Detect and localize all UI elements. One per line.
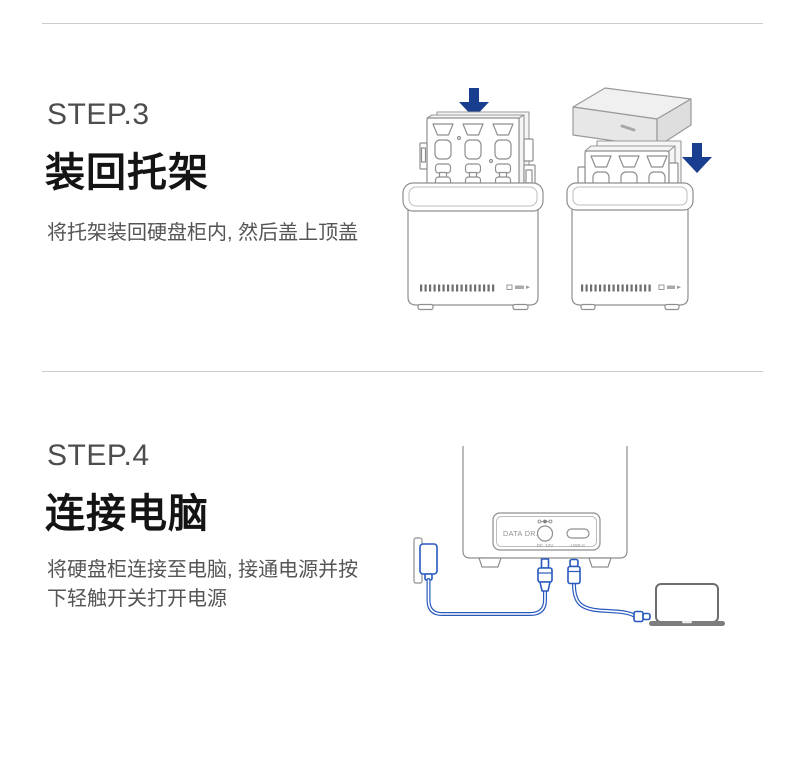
panel-brand-text: DATA DR. [503, 529, 538, 538]
dc-port-label: DC 12V [537, 543, 555, 549]
usb-c-port [566, 528, 590, 539]
top-lid [572, 87, 692, 148]
down-arrow-icon [459, 88, 489, 118]
dc-plug [537, 558, 553, 592]
lid-logo-mark [620, 124, 636, 132]
step4-description: 将硬盘柜连接至电脑, 接通电源并按下轻触开关打开电源 [47, 559, 359, 610]
section-divider [42, 371, 763, 372]
brand-mark [658, 284, 681, 290]
dc-polarity-icon [537, 519, 553, 524]
enclosure-lid-close [566, 87, 712, 311]
power-adapter [413, 537, 438, 584]
step3-title: 装回托架 [45, 151, 209, 195]
laptop-base [649, 621, 725, 626]
enclosure-body [566, 182, 694, 311]
step4-label: STEP.4 [47, 439, 150, 472]
enclosure-tray-insert [402, 88, 544, 311]
usb-cable [567, 558, 651, 623]
usb-c-port-label: USB-C [571, 543, 586, 549]
step3-illustration [402, 87, 712, 311]
brand-mark [506, 284, 530, 290]
step3-description: 将托架装回硬盘柜内, 然后盖上顶盖 [47, 222, 359, 244]
laptop [649, 583, 725, 626]
drive-tray [419, 111, 536, 196]
usb-c-plug-device [567, 558, 581, 585]
enclosure-rear-view: DATA DR. DC 12V USB-C [462, 446, 628, 568]
dc-cable [426, 558, 553, 616]
enclosure-body [402, 182, 544, 311]
dc-power-port [536, 525, 554, 542]
step4-title: 连接电脑 [45, 492, 209, 536]
tray-cutouts [432, 123, 514, 187]
top-divider [42, 23, 763, 24]
rear-panel: DATA DR. DC 12V USB-C [492, 512, 601, 551]
step4-illustration: DATA DR. DC 12V USB-C [413, 446, 725, 626]
step3-label: STEP.3 [47, 98, 150, 131]
down-arrow-icon [682, 143, 712, 173]
usb-c-plug-laptop [633, 610, 651, 623]
